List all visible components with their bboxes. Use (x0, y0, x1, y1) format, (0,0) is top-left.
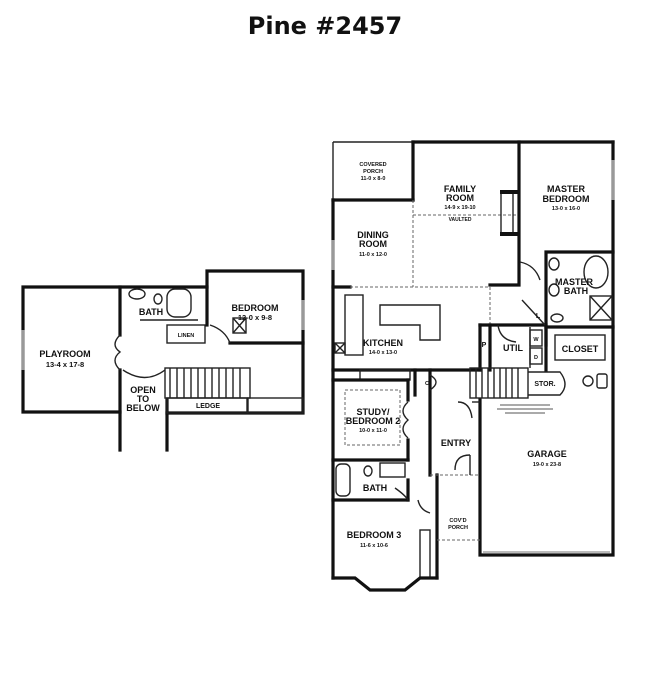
room-name: BEDROOM 2 (346, 416, 401, 426)
room-name: DINING (357, 230, 389, 240)
label-line: OPEN (130, 385, 156, 395)
room-upper-bedroom: BEDROOM 12-0 x 9-8 (232, 303, 279, 322)
room-dims: 13-4 x 17-8 (46, 360, 84, 369)
room-name: ROOM (446, 193, 474, 203)
room-upper-bath: BATH (139, 307, 163, 317)
room-name: FAMILY (444, 184, 476, 194)
label-washer: W (533, 337, 539, 343)
room-name: COV'D (449, 518, 466, 524)
room-covered-porch: COVERED PORCH 11-0 x 8-0 (359, 162, 386, 182)
room-dims: 11-0 x 12-0 (359, 252, 387, 258)
room-upper-linen: LINEN (178, 333, 195, 339)
room-family-room: FAMILY ROOM 14-9 x 19-10 VAULTED (444, 184, 476, 223)
room-name: BEDROOM (543, 194, 590, 204)
room-entry: ENTRY (441, 438, 471, 448)
room-dims: 13-0 x 16-0 (552, 206, 580, 212)
room-name: STUDY/ (356, 407, 390, 417)
room-name: PLAYROOM (39, 349, 90, 359)
room-name: GARAGE (527, 449, 567, 459)
room-name: PORCH (448, 525, 468, 531)
room-study: STUDY/ BEDROOM 2 10-0 x 11-0 (346, 407, 401, 434)
upper-staircase (164, 367, 251, 399)
room-dining-room: DINING ROOM 11-0 x 12-0 (357, 230, 389, 258)
room-kitchen: KITCHEN 14-0 x 13-0 (363, 338, 403, 356)
room-name: MASTER (555, 277, 594, 287)
room-dims: 14-9 x 19-10 (444, 205, 475, 211)
open-to-below: OPEN TO BELOW (126, 385, 160, 413)
label-dryer: D (534, 355, 538, 361)
room-master-bedroom: MASTER BEDROOM 13-0 x 16-0 (543, 184, 590, 212)
label-pantry: P (482, 342, 487, 349)
plan-title: Pine #2457 (247, 12, 403, 40)
upper-floor: PLAYROOM 13-4 x 17-8 BATH LINEN BEDROOM … (21, 269, 305, 452)
room-dims: 19-0 x 23-8 (533, 462, 561, 468)
label-line: TO (137, 394, 149, 404)
room-note: VAULTED (449, 217, 472, 223)
room-dims: 14-0 x 13-0 (369, 350, 397, 356)
room-name: BATH (564, 286, 588, 296)
room-dims: 12-0 x 9-8 (238, 313, 272, 322)
main-floor: COVERED PORCH 11-0 x 8-0 FAMILY ROOM 14-… (331, 140, 615, 592)
room-garage: GARAGE 19-0 x 23-8 (527, 449, 567, 468)
room-dims: 10-0 x 11-0 (359, 428, 387, 434)
room-util: UTIL (503, 343, 523, 353)
room-name: KITCHEN (363, 338, 403, 348)
room-name: PORCH (363, 169, 383, 175)
label-coat: C (425, 381, 429, 387)
label-line: BELOW (126, 403, 160, 413)
room-covd-porch: COV'D PORCH (448, 518, 468, 531)
room-name: BEDROOM 3 (347, 530, 402, 540)
room-bedroom3: BEDROOM 3 11-6 x 10-6 (347, 530, 402, 549)
room-name: COVERED (359, 162, 386, 168)
room-closet: CLOSET (562, 344, 599, 354)
label-linen: L (536, 313, 541, 320)
room-playroom: PLAYROOM 13-4 x 17-8 (39, 349, 90, 369)
room-storage: STOR. (534, 381, 555, 388)
room-dims: 11-6 x 10-6 (360, 543, 388, 549)
label-ledge: LEDGE (196, 403, 220, 410)
room-name: MASTER (547, 184, 586, 194)
room-dims: 11-0 x 8-0 (361, 176, 386, 182)
room-master-bath: MASTER BATH (555, 277, 594, 296)
room-name: BEDROOM (232, 303, 279, 313)
room-main-bath: BATH (363, 483, 387, 493)
main-walls (331, 140, 615, 592)
room-name: ROOM (359, 239, 387, 249)
